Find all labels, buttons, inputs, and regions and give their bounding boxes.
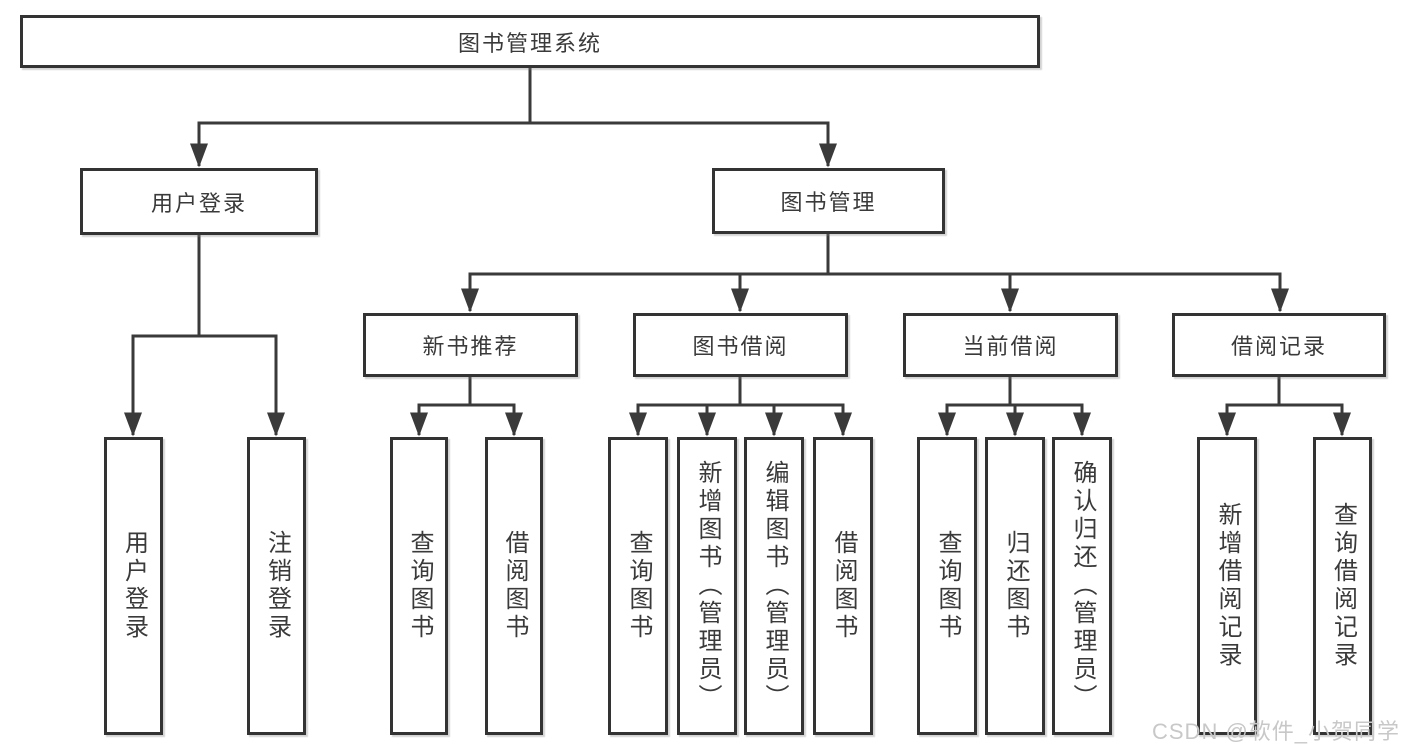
node-user-login: 用户登录: [80, 168, 318, 235]
leaf-query-books-borrow: 查询图书: [608, 437, 668, 735]
node-label: 用户登录: [150, 190, 247, 216]
node-label: 图书借阅: [692, 334, 789, 359]
node-label: 用户登录: [120, 530, 148, 642]
node-book-management: 图书管理: [712, 168, 945, 234]
node-current-borrow: 当前借阅: [903, 313, 1118, 377]
node-label: 新增借阅记录: [1214, 502, 1241, 670]
node-label: 归还图书: [1002, 530, 1029, 642]
node-label: 借阅图书: [830, 530, 857, 642]
node-book-management-system: 图书管理系统: [20, 15, 1040, 68]
node-label: 编辑图书（管理员）: [761, 460, 788, 712]
node-label: 新书推荐: [422, 334, 519, 359]
node-label: 图书管理: [780, 190, 877, 215]
node-label: 确认归还（管理员）: [1069, 460, 1096, 712]
leaf-borrow-books-recommend: 借阅图书: [485, 437, 543, 735]
node-book-borrow: 图书借阅: [633, 313, 848, 377]
node-new-book-recommend: 新书推荐: [363, 313, 578, 377]
node-label: 查询图书: [625, 530, 652, 642]
node-label: 借阅图书: [501, 530, 528, 642]
leaf-add-borrow-record: 新增借阅记录: [1197, 437, 1257, 735]
leaf-query-books-recommend: 查询图书: [390, 437, 448, 735]
leaf-edit-books-admin: 编辑图书（管理员）: [744, 437, 804, 735]
leaf-logout: 注销登录: [247, 437, 306, 735]
node-borrow-records: 借阅记录: [1172, 313, 1386, 377]
node-label: 查询图书: [406, 530, 433, 642]
leaf-confirm-return-admin: 确认归还（管理员）: [1052, 437, 1112, 735]
leaf-user-login: 用户登录: [104, 437, 163, 735]
node-label: 查询图书: [934, 530, 961, 642]
leaf-add-books-admin: 新增图书（管理员）: [677, 437, 737, 735]
leaf-return-books: 归还图书: [985, 437, 1045, 735]
node-label: 查询借阅记录: [1329, 502, 1357, 670]
csdn-watermark: CSDN @软件_小贺同学: [1152, 719, 1401, 744]
node-label: 当前借阅: [962, 334, 1059, 359]
node-label: 图书管理系统: [457, 30, 602, 56]
node-label: 借阅记录: [1230, 334, 1327, 359]
leaf-borrow-books: 借阅图书: [813, 437, 873, 735]
node-label: 注销登录: [263, 530, 291, 642]
node-label: 新增图书（管理员）: [694, 460, 721, 712]
leaf-query-books-current: 查询图书: [917, 437, 977, 735]
leaf-query-borrow-record: 查询借阅记录: [1313, 437, 1372, 735]
